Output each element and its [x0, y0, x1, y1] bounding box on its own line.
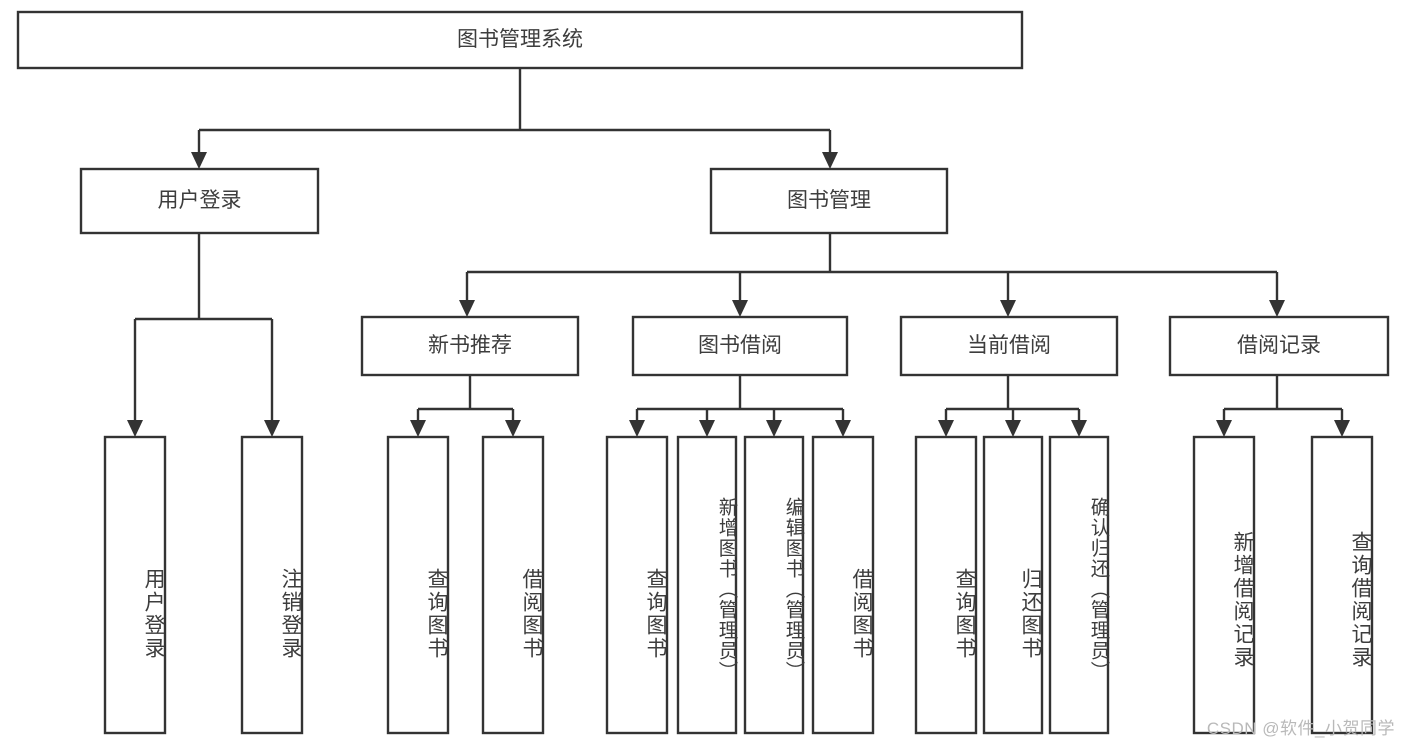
arrowhead-new-book-recommend: [459, 300, 475, 317]
arrowhead-book-borrow: [732, 300, 748, 317]
node-box-leaf-current-borrow-0[interactable]: [914, 435, 978, 735]
arrowhead-user-login: [191, 152, 207, 169]
node-box-leaf-borrow-record-0[interactable]: [1192, 435, 1256, 735]
node-box-book-borrow[interactable]: [631, 315, 849, 377]
node-box-leaf-book-borrow-0[interactable]: [605, 435, 669, 735]
arrowhead-leaf-current-borrow-2: [1071, 420, 1087, 437]
node-box-leaf-borrow-record-1[interactable]: [1310, 435, 1374, 735]
node-box-current-borrow[interactable]: [899, 315, 1119, 377]
arrowhead-leaf-borrow-record-0: [1216, 420, 1232, 437]
arrowhead-leaf-book-borrow-3: [835, 420, 851, 437]
node-box-leaf-new-book-1[interactable]: [481, 435, 545, 735]
node-box-leaf-book-borrow-1[interactable]: [676, 435, 738, 735]
node-box-leaf-new-book-0[interactable]: [386, 435, 450, 735]
arrowhead-book-management: [822, 152, 838, 169]
node-box-root[interactable]: [16, 10, 1024, 70]
node-box-leaf-book-borrow-2[interactable]: [743, 435, 805, 735]
node-box-leaf-current-borrow-1[interactable]: [982, 435, 1044, 735]
node-box-borrow-record[interactable]: [1168, 315, 1390, 377]
arrowhead-leaf-user-login-0: [127, 420, 143, 437]
arrowhead-leaf-current-borrow-0: [938, 420, 954, 437]
node-box-new-book-recommend[interactable]: [360, 315, 580, 377]
arrowhead-leaf-new-book-0: [410, 420, 426, 437]
arrowhead-current-borrow: [1000, 300, 1016, 317]
node-box-user-login[interactable]: [79, 167, 320, 235]
arrowhead-borrow-record: [1269, 300, 1285, 317]
arrowhead-leaf-book-borrow-0: [629, 420, 645, 437]
arrowhead-leaf-book-borrow-1: [699, 420, 715, 437]
csdn-watermark: CSDN @软件_小贺同学: [1206, 719, 1395, 738]
arrowhead-leaf-book-borrow-2: [766, 420, 782, 437]
arrowhead-leaf-user-login-1: [264, 420, 280, 437]
arrowhead-leaf-borrow-record-1: [1334, 420, 1350, 437]
node-box-book-management[interactable]: [709, 167, 949, 235]
node-box-leaf-user-login-0[interactable]: [103, 435, 167, 735]
arrowhead-leaf-current-borrow-1: [1005, 420, 1021, 437]
node-box-leaf-user-login-1[interactable]: [240, 435, 304, 735]
node-box-leaf-current-borrow-2[interactable]: [1048, 435, 1110, 735]
node-box-leaf-book-borrow-3[interactable]: [811, 435, 875, 735]
arrowhead-leaf-new-book-1: [505, 420, 521, 437]
